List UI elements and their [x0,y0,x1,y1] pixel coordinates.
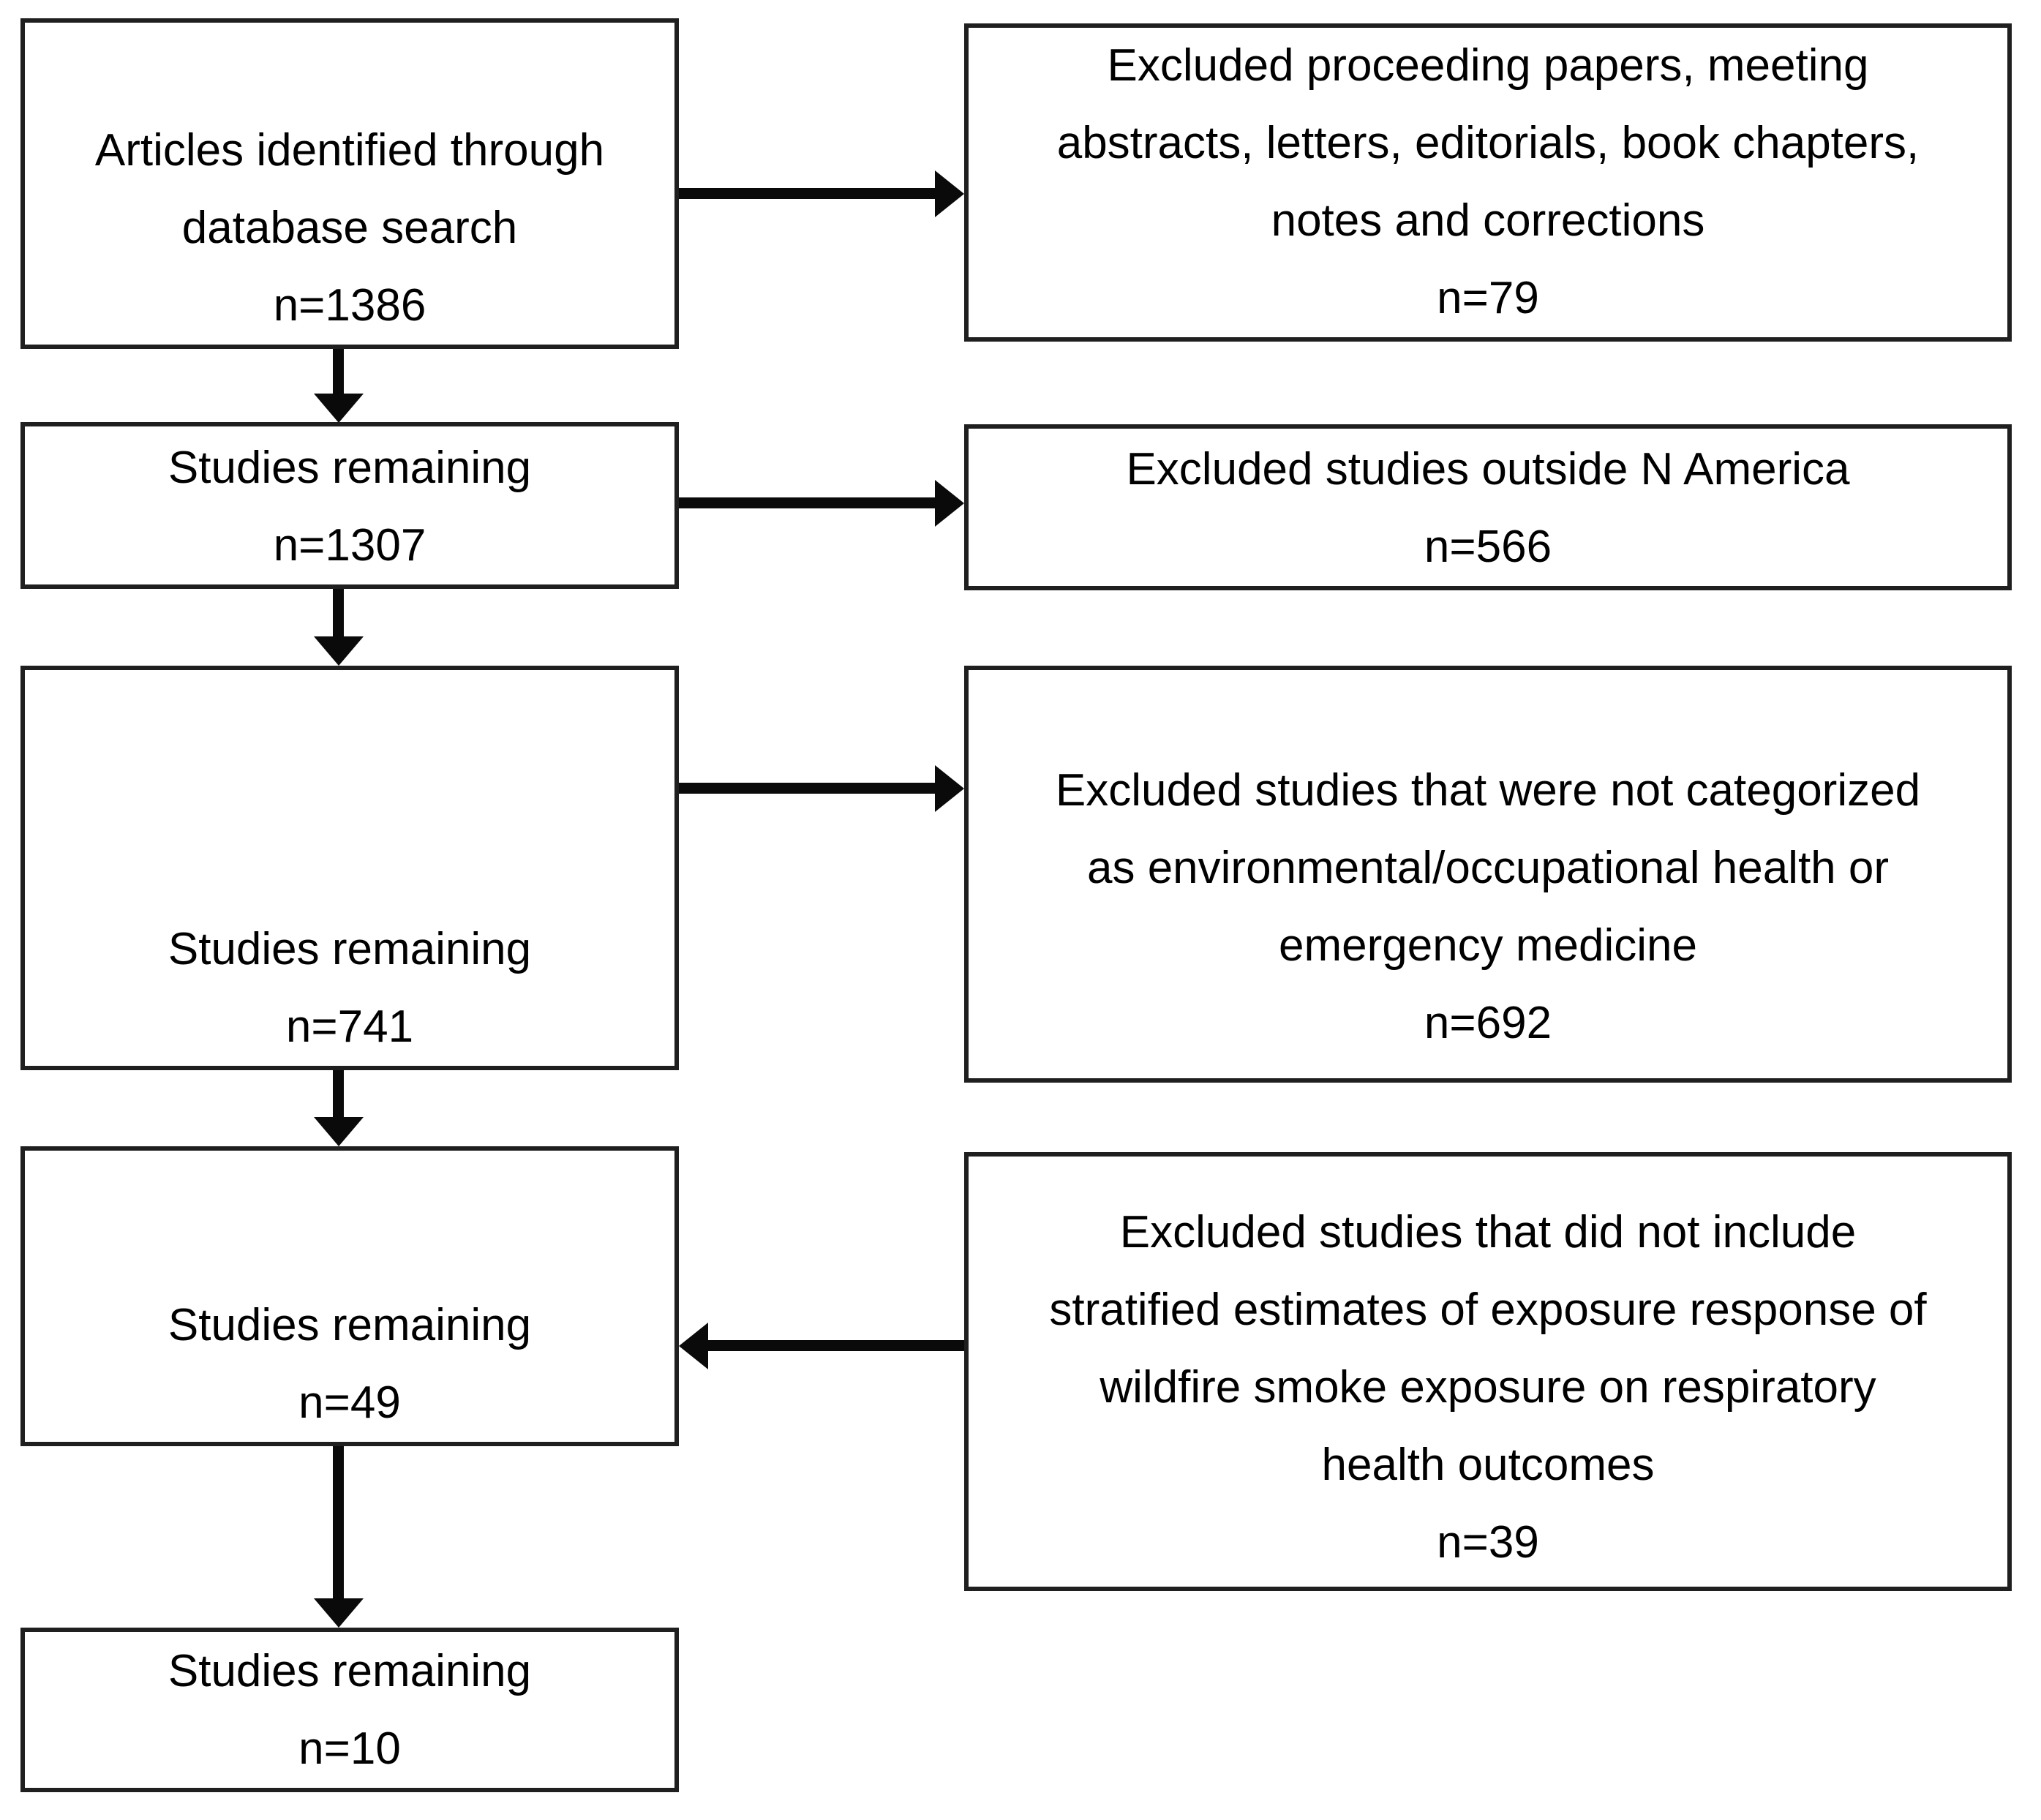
box-text-line: Studies remaining [168,924,532,974]
box-excluded-no-stratified-estimates: Excluded studies that did not include st… [964,1152,2012,1591]
box-text-line: stratified estimates of exposure respons… [1049,1285,1927,1335]
box-studies-remaining-741: Studies remaining n=741 [20,666,679,1070]
arrow-shaft [708,1340,964,1351]
box-text-line: wildfire smoke exposure on respiratory [1100,1362,1876,1413]
arrow-shaft [679,497,936,508]
box-count-label: n=692 [1424,998,1552,1048]
box-count-label: n=49 [298,1377,401,1428]
arrow-shaft [679,783,936,794]
arrow-shaft [333,589,344,637]
box-text-line: Excluded studies outside N America [1126,444,1850,495]
box-count-label: n=10 [298,1723,401,1774]
box-text-line: Studies remaining [168,1646,532,1696]
arrow-shaft [333,1070,344,1118]
arrow-head-down-icon [314,1117,364,1146]
box-text-line: Excluded studies that were not categoriz… [1055,765,1921,816]
box-text-line: database search [181,203,518,253]
box-count-label: n=39 [1437,1517,1539,1568]
arrow-head-right-icon [935,170,964,217]
arrow-head-right-icon [935,480,964,527]
box-text-line: notes and corrections [1271,195,1705,246]
box-studies-remaining-10: Studies remaining n=10 [20,1628,679,1792]
box-count-label: n=1386 [273,280,426,331]
box-text-line: health outcomes [1321,1440,1655,1490]
box-excluded-outside-north-america: Excluded studies outside N America n=566 [964,424,2012,590]
box-text-line: Studies remaining [168,443,532,493]
arrow-head-down-icon [314,1598,364,1628]
arrow-shaft [333,349,344,394]
box-articles-identified: Articles identified through database sea… [20,18,679,349]
arrow-head-down-icon [314,636,364,666]
box-text-line: as environmental/occupational health or [1086,843,1890,893]
arrow-shaft [333,1446,344,1599]
box-excluded-publication-types: Excluded proceeding papers, meeting abst… [964,23,2012,342]
box-excluded-not-categorized: Excluded studies that were not categoriz… [964,666,2012,1083]
box-text-line: Excluded proceeding papers, meeting [1107,40,1869,91]
box-text-line: Excluded studies that did not include [1119,1207,1857,1257]
arrow-head-right-icon [935,765,964,812]
box-studies-remaining-1307: Studies remaining n=1307 [20,422,679,589]
box-count-label: n=741 [285,1001,414,1052]
arrow-head-left-icon [679,1323,708,1369]
box-text-line: Studies remaining [168,1300,532,1350]
box-count-label: n=79 [1437,273,1539,323]
arrow-shaft [679,188,936,199]
box-studies-remaining-49: Studies remaining n=49 [20,1146,679,1446]
box-count-label: n=1307 [273,520,426,571]
box-text-line: Articles identified through [94,125,605,176]
box-text-line: emergency medicine [1278,920,1698,971]
box-text-line: abstracts, letters, editorials, book cha… [1056,118,1920,168]
arrow-head-down-icon [314,394,364,423]
box-count-label: n=566 [1424,522,1552,572]
